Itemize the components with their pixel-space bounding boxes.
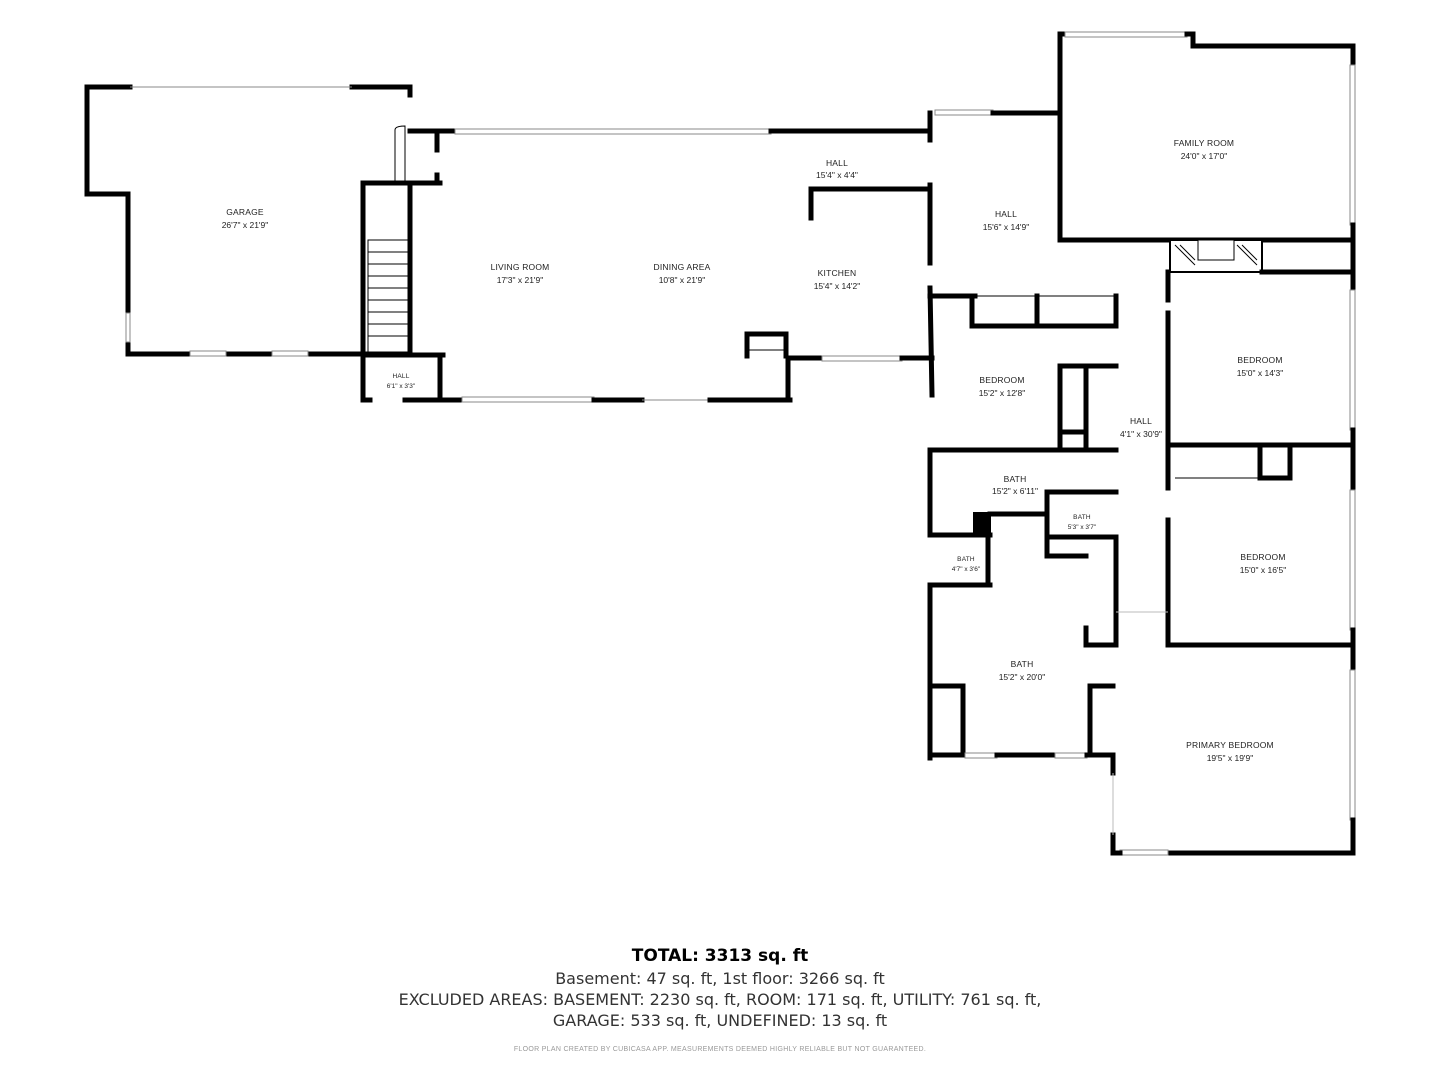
bedroom-right-2-label: BEDROOM <box>1240 552 1285 562</box>
family-room-dims: 24'0" x 17'0" <box>1181 151 1228 161</box>
bath-4-label: BATH <box>1011 659 1034 669</box>
room-labels: GARAGE 26'7" x 21'9" LIVING ROOM 17'3" x… <box>222 138 1287 763</box>
hall-center-label: HALL <box>995 209 1017 219</box>
hall-stair-dims: 6'1" x 3'3" <box>387 383 416 390</box>
garage-dims: 26'7" x 21'9" <box>222 220 269 230</box>
hall-center-dims: 15'6" x 14'9" <box>983 222 1030 232</box>
bath-2-label: BATH <box>1073 514 1091 521</box>
bath-1-dims: 15'2" x 6'11" <box>992 486 1038 496</box>
right-walls <box>1110 269 1356 856</box>
total-area: TOTAL: 3313 sq. ft <box>631 946 809 966</box>
garage-label: GARAGE <box>226 207 264 217</box>
primary-bedroom-label: PRIMARY BEDROOM <box>1186 740 1274 750</box>
excluded-areas-cont: GARAGE: 533 sq. ft, UNDEFINED: 13 sq. ft <box>552 1011 888 1030</box>
primary-bedroom-dims: 19'5" x 19'9" <box>1207 753 1254 763</box>
bath-3-dims: 4'7" x 3'6" <box>952 566 981 573</box>
bedroom-right-1-label: BEDROOM <box>1237 355 1282 365</box>
living-walls <box>360 128 935 403</box>
family-room-label: FAMILY ROOM <box>1174 138 1234 148</box>
stairs <box>360 125 446 403</box>
garage-walls <box>84 84 413 357</box>
kitchen-dims: 15'4" x 14'2" <box>814 281 861 291</box>
bedroom-center-label: BEDROOM <box>979 375 1024 385</box>
kitchen-label: KITCHEN <box>818 268 857 278</box>
bath-2-dims: 5'3" x 3'7" <box>1068 524 1097 531</box>
dining-area-label: DINING AREA <box>654 262 711 272</box>
bath-4-dims: 15'2" x 20'0" <box>999 672 1046 682</box>
bedroom-bath-walls <box>927 293 1119 776</box>
hall-long-dims: 4'1" x 30'9" <box>1120 429 1162 439</box>
floor-areas: Basement: 47 sq. ft, 1st floor: 3266 sq.… <box>555 969 885 988</box>
bedroom-right-1-dims: 15'0" x 14'3" <box>1237 368 1284 378</box>
center-walls <box>927 31 1356 398</box>
bath-3-label: BATH <box>957 556 975 563</box>
hall-top-label: HALL <box>826 158 848 168</box>
bedroom-right-2-dims: 15'0" x 16'5" <box>1240 565 1287 575</box>
excluded-areas: EXCLUDED AREAS: BASEMENT: 2230 sq. ft, R… <box>398 990 1042 1009</box>
living-room-dims: 17'3" x 21'9" <box>497 275 544 285</box>
hall-top-dims: 15'4" x 4'4" <box>816 170 858 180</box>
disclaimer: FLOOR PLAN CREATED BY CUBICASA APP. MEAS… <box>513 1046 927 1053</box>
hall-stair-label: HALL <box>392 373 409 380</box>
bath-1-label: BATH <box>1004 474 1027 484</box>
living-room-label: LIVING ROOM <box>491 262 550 272</box>
bedroom-center-dims: 15'2" x 12'8" <box>979 388 1026 398</box>
dining-area-dims: 10'8" x 21'9" <box>659 275 706 285</box>
hall-long-label: HALL <box>1130 416 1152 426</box>
